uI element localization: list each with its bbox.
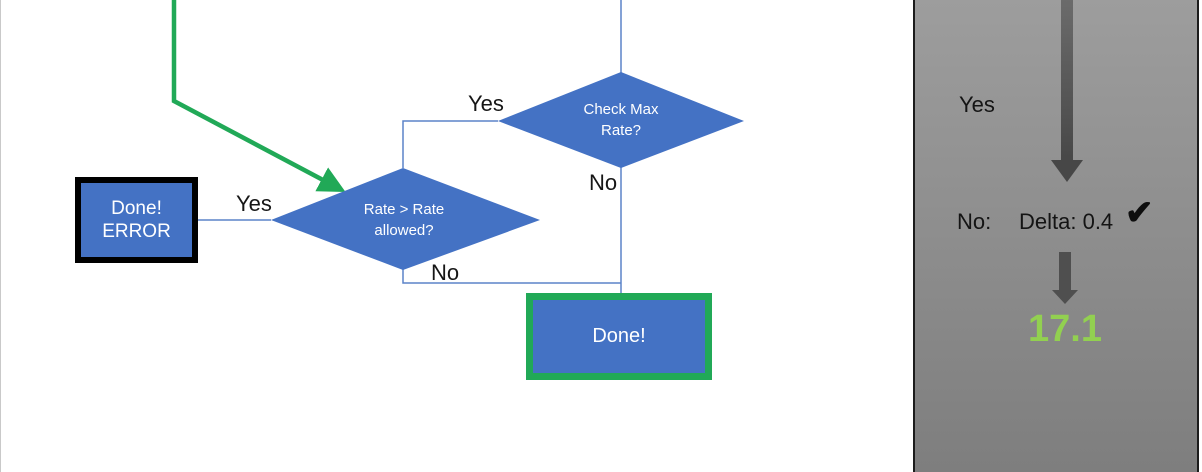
side-panel: Yes No: Delta: 0.4 ✔ 17.1	[913, 0, 1199, 472]
rate-allowed-label: Rate > Rate allowed?	[363, 201, 445, 239]
down-arrow-small-head-icon	[1052, 290, 1078, 304]
panel-delta-value: Delta: 0.4	[1019, 209, 1114, 234]
branch-label-yes-left: Yes	[236, 191, 272, 216]
result-value: 17.1	[1028, 308, 1102, 350]
panel-no-label: No:	[957, 209, 992, 234]
flowchart-connectors-layer	[171, 0, 744, 293]
check-icon: ✔	[1125, 194, 1154, 232]
done-error-line1: Done!	[111, 198, 162, 219]
done-error-box: Done! ERROR	[75, 177, 198, 263]
panel-yes-label: Yes	[959, 92, 995, 117]
down-arrow-large-head-icon	[1051, 160, 1083, 182]
done-error-line2: ERROR	[102, 221, 171, 242]
green-flow-arrow	[171, 0, 346, 192]
down-arrow-large-shaft	[1061, 0, 1073, 162]
check-max-rate-diamond	[498, 72, 744, 168]
connector-rate-no-to-done	[402, 268, 621, 284]
check-max-rate-label: Check Max Rate?	[583, 101, 659, 139]
left-edge-divider	[0, 0, 1, 472]
connector-checkmax-yes-to-rate	[402, 120, 498, 168]
branch-label-no-bottom: No	[431, 260, 460, 285]
branch-label-no-top: No	[589, 170, 618, 195]
done-box-label: Done!	[592, 325, 646, 347]
branch-label-yes-top: Yes	[468, 91, 504, 116]
rate-allowed-diamond	[271, 168, 540, 270]
down-arrow-small-shaft	[1059, 252, 1071, 291]
done-box: Done!	[526, 293, 712, 380]
